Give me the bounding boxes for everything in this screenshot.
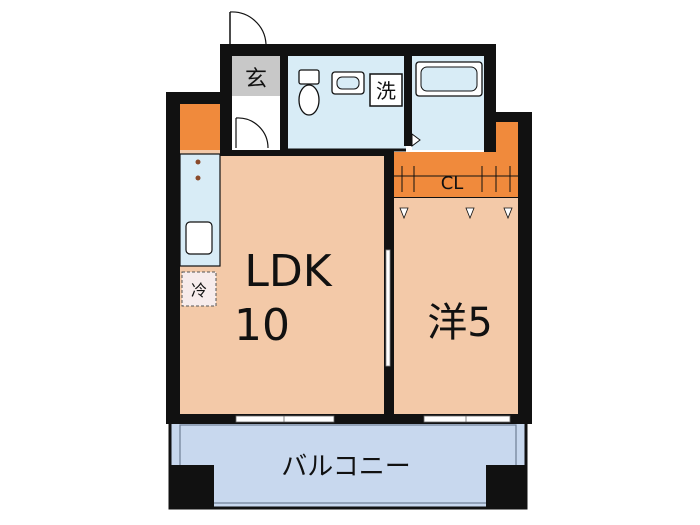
bathroom: [411, 56, 484, 150]
balcony-label: バルコニー: [281, 452, 410, 482]
fridge-label: 冷: [191, 281, 207, 300]
window-ldk: [235, 415, 335, 423]
washer-label: 洗: [376, 79, 396, 103]
door-swing-icon: [235, 117, 269, 149]
washroom: 洗: [288, 56, 406, 152]
window-western: [423, 415, 511, 423]
entrance: 玄: [229, 11, 280, 150]
entrance-label: 玄: [245, 67, 267, 92]
ldk-size-label: 10: [234, 300, 290, 351]
balcony: バルコニー: [168, 418, 528, 510]
closet: CL: [392, 152, 518, 199]
door-swing-icon: [229, 11, 267, 45]
storage-left: [180, 104, 220, 150]
bathtub-icon: [415, 61, 483, 97]
washer-space: [369, 73, 403, 107]
sink-icon: [185, 221, 213, 255]
stove-icon: [195, 159, 201, 181]
storage-right: [496, 122, 518, 152]
sliding-door: [385, 249, 391, 367]
closet-label: CL: [441, 173, 464, 194]
outer-wall-left: [166, 92, 180, 422]
western-room: 洋5: [394, 198, 518, 418]
outer-wall-top: [220, 44, 496, 56]
outer-wall-right: [518, 112, 532, 422]
washbasin-icon: [331, 71, 365, 95]
fridge-space: [181, 271, 217, 307]
toilet-icon: [298, 69, 320, 116]
balcony-pillar-left: [170, 465, 214, 508]
balcony-pillar-right: [486, 465, 526, 508]
ldk-name-label: LDK: [244, 246, 332, 297]
western-room-label: 洋5: [427, 300, 492, 346]
outer-wall-bottom: [166, 414, 532, 424]
ldk-room: 冷 LDK 10: [179, 150, 386, 418]
